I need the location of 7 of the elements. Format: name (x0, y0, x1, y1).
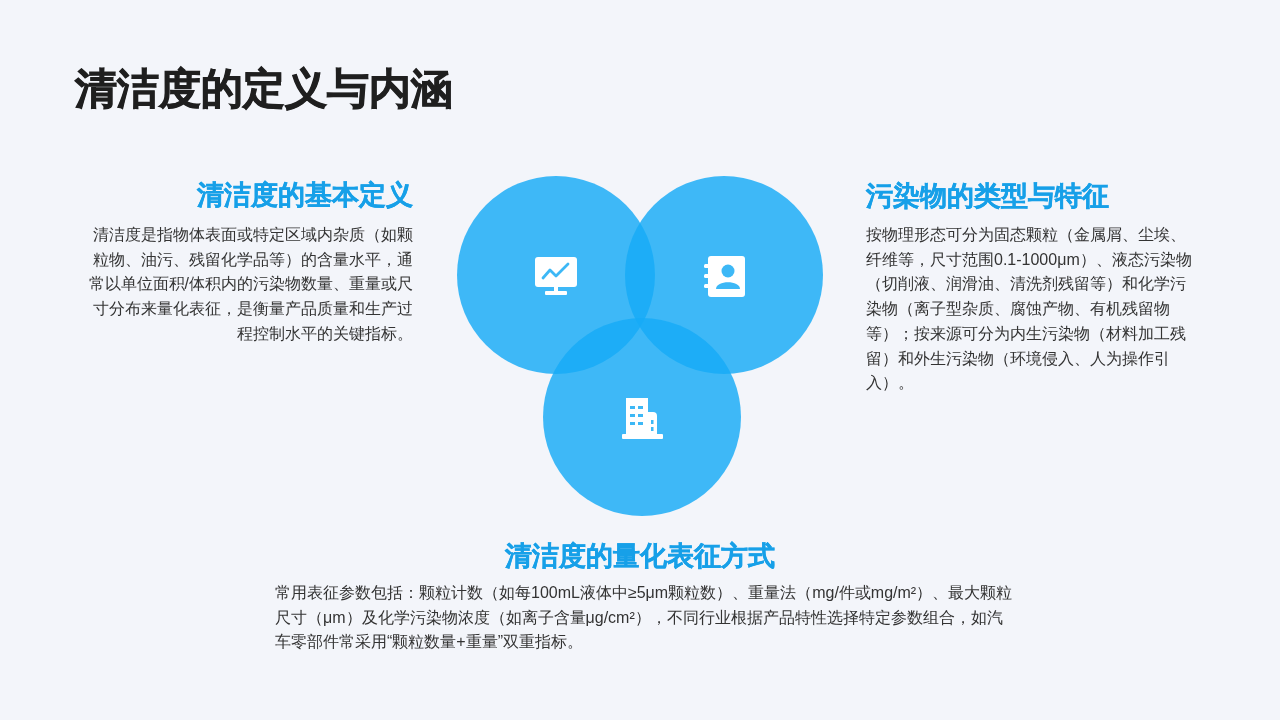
section-heading: 清洁度的量化表征方式 (505, 540, 775, 572)
paragraph: 常用表征参数包括：颗粒计数（如每100mL液体中≥5μm颗粒数）、重量法（mg/件或mg/m²）、最大颗粒尺寸（μm）及化学污染物浓度（如离子含量μg/cm²），不同行业根据产品特性选择特定参数组合，如汽车零部件常采用“颗粒数量+重量”双重指标。 (275, 583, 1014, 653)
paragraph: 清洁度是指物体表面或特定区域内杂质（如颗粒物、油污、残留化学品等）的含量水平，通常以单位面积/体积内的污染物数量、重量或尺寸分布来量化表征，是衡量产品质量和生产过程控制水平的关键指标。 (87, 225, 413, 344)
section-heading: 污染物的类型与特征 (866, 180, 1109, 212)
section-heading: 清洁度的基本定义 (197, 179, 413, 211)
paragraph: 按物理形态可分为固态颗粒（金属屑、尘埃、纤维等，尺寸范围0.1-1000μm）、液态污染物（切削液、润滑油、清洗剂残留等）和化学污染物（离子型杂质、腐蚀产物、有机残留物等）；按来源可分为内生污染物（材料加工残留）和外生污染物（环境侵入、人为操作引入）。 (866, 225, 1193, 394)
page-title: 清洁度的定义与内涵 (75, 64, 453, 114)
